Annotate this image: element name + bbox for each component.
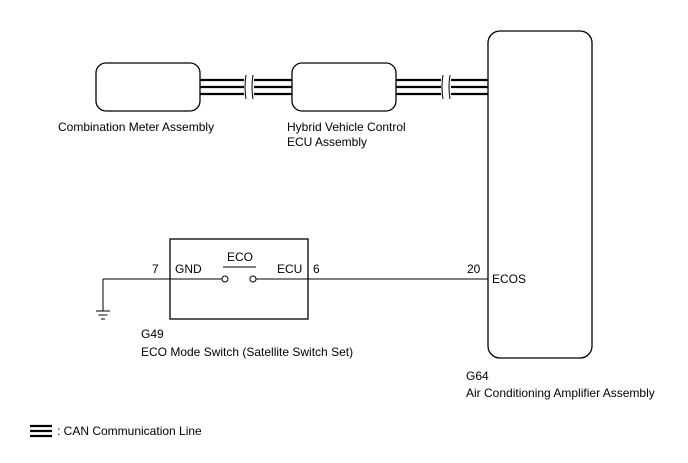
eco-switch-label: ECO Mode Switch (Satellite Switch Set) xyxy=(141,345,353,359)
ac-amplifier-label: Air Conditioning Amplifier Assembly xyxy=(466,386,655,400)
ac-amplifier-box xyxy=(487,30,593,359)
eco-switch-pin-gnd-name: GND xyxy=(175,262,202,276)
ground-wire xyxy=(102,278,170,311)
can-line-hv-to-amp xyxy=(396,74,488,100)
hv-control-ecu-box xyxy=(291,62,397,112)
can-line-meter-to-hv xyxy=(200,74,293,100)
eco-switch-code: G49 xyxy=(141,327,164,341)
combination-meter-box xyxy=(95,62,201,112)
legend-can-line-label: : CAN Communication Line xyxy=(57,424,202,438)
eco-switch-pin-gnd-number: 7 xyxy=(152,262,159,276)
eco-switch-contacts xyxy=(170,266,308,283)
hv-control-ecu-label-line2: ECU Assembly xyxy=(287,135,367,149)
hv-control-ecu-label-line1: Hybrid Vehicle Control xyxy=(287,120,406,134)
ac-amplifier-pin-ecos-number: 20 xyxy=(467,262,481,276)
eco-contact-label: ECO xyxy=(227,250,253,264)
ac-amplifier-code: G64 xyxy=(466,369,489,383)
line-break-mark xyxy=(441,74,451,100)
line-break-mark xyxy=(244,74,254,100)
legend-can-line-symbol xyxy=(30,424,52,438)
eco-switch-pin-ecu-number: 6 xyxy=(313,262,320,276)
eco-switch-pin-ecu-name: ECU xyxy=(277,262,302,276)
ground-icon xyxy=(96,310,110,320)
ac-amplifier-pin-ecos-name: ECOS xyxy=(492,272,526,286)
combination-meter-label: Combination Meter Assembly xyxy=(58,120,214,134)
